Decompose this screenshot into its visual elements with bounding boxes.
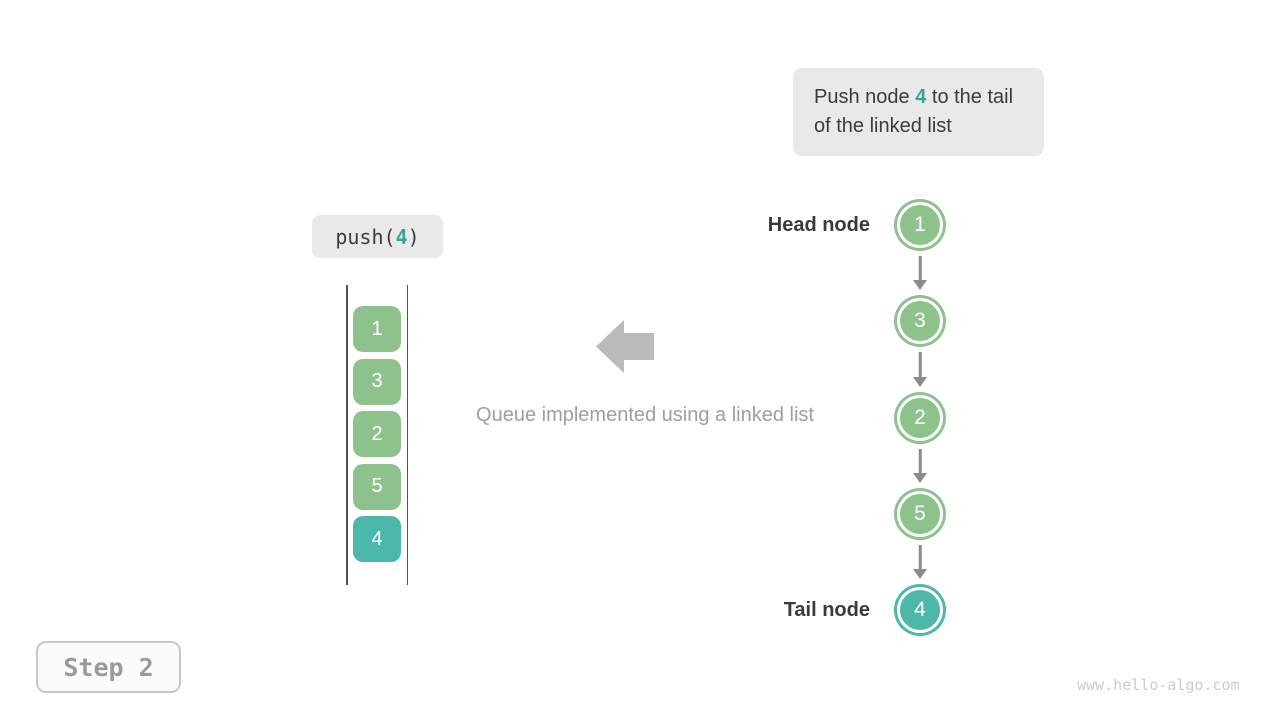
next-pointer-arrow xyxy=(913,448,927,483)
queue-item-1: 1 xyxy=(353,306,401,352)
queue-item-5: 5 xyxy=(353,463,401,510)
node-label-tail-node: Tail node xyxy=(783,599,870,621)
left-arrow-icon xyxy=(596,320,654,373)
queue-right-wall xyxy=(406,285,408,585)
list-node-3: 3 xyxy=(897,298,943,345)
push-call-arg: 4 xyxy=(395,224,408,249)
node-label-head-node: Head node xyxy=(767,214,870,236)
list-node-4: 4 xyxy=(897,587,943,633)
push-call-suffix: ) xyxy=(407,224,420,249)
next-pointer-arrow xyxy=(913,256,927,291)
note-text-prefix: Push node xyxy=(814,86,916,108)
diagram-caption: Queue implemented using a linked list xyxy=(476,404,814,426)
queue-visual: 1 3 2 5 4 xyxy=(346,285,408,585)
push-call-label: push(4) xyxy=(312,215,443,258)
next-pointer-arrow xyxy=(913,544,927,579)
next-pointer-arrow xyxy=(913,352,927,387)
note-highlight-value: 4 xyxy=(915,86,927,108)
watermark: www.hello-algo.com xyxy=(1077,676,1240,694)
list-node-5: 5 xyxy=(897,490,943,537)
queue-item-2: 2 xyxy=(353,411,401,457)
list-node-2: 2 xyxy=(897,394,943,441)
note-text-suffix: to the tail of the linked list xyxy=(814,86,1014,137)
step-badge: Step 2 xyxy=(36,641,181,693)
list-node-1: 1 xyxy=(897,202,943,248)
push-call-prefix: push( xyxy=(335,224,396,249)
queue-item-4: 4 xyxy=(353,516,401,562)
annotation-note: Push node 4 to the tail of the linked li… xyxy=(793,68,1044,156)
queue-item-3: 3 xyxy=(353,358,401,405)
note-text: Push node 4 to the tail of the linked li… xyxy=(814,83,1023,141)
queue-left-wall xyxy=(346,285,348,585)
